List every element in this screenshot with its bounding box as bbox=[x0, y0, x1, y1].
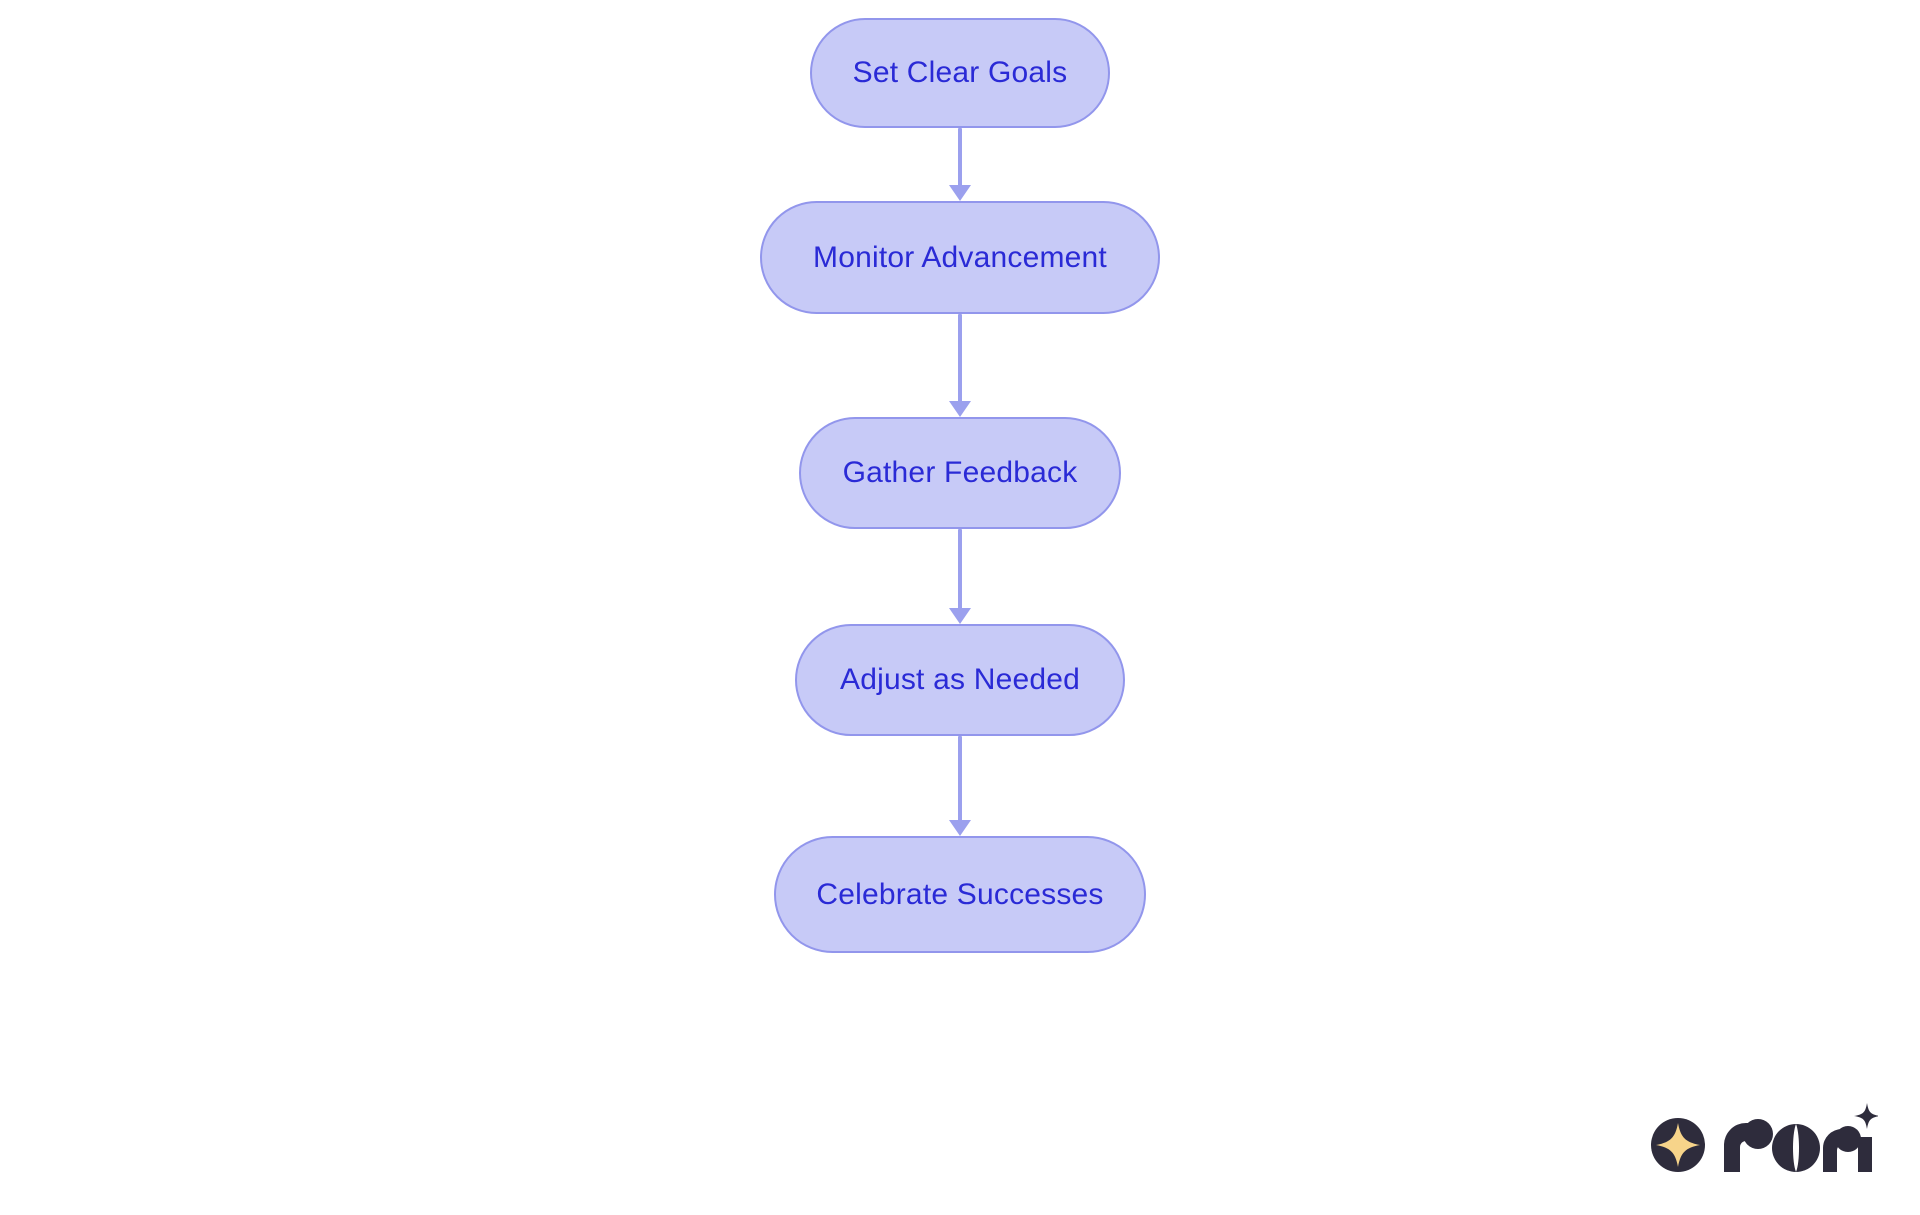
rori-logo-svg bbox=[1651, 1103, 1880, 1172]
logo-letter-i bbox=[1854, 1103, 1880, 1172]
logo-letter-r-1 bbox=[1724, 1119, 1773, 1172]
edge-line bbox=[958, 736, 962, 821]
flowchart-column: Set Clear Goals Monitor Advancement Gath… bbox=[760, 18, 1160, 953]
flow-node-celebrate-successes[interactable]: Celebrate Successes bbox=[774, 836, 1146, 953]
arrow-head-down-icon bbox=[949, 608, 971, 624]
flow-node-adjust-as-needed-wrap: Adjust as Needed bbox=[795, 624, 1125, 736]
flow-node-celebrate-successes-wrap: Celebrate Successes bbox=[774, 836, 1146, 953]
flow-node-label: Monitor Advancement bbox=[813, 240, 1107, 274]
arrow-head-down-icon bbox=[949, 185, 971, 201]
flow-node-gather-feedback[interactable]: Gather Feedback bbox=[799, 417, 1121, 529]
flow-node-monitor-advancement[interactable]: Monitor Advancement bbox=[760, 201, 1160, 314]
flow-node-gather-feedback-wrap: Gather Feedback bbox=[799, 417, 1121, 529]
flow-node-label: Adjust as Needed bbox=[839, 663, 1081, 696]
arrow-head-down-icon bbox=[949, 401, 971, 417]
flow-node-label: Celebrate Successes bbox=[816, 877, 1104, 911]
arrow-head-down-icon bbox=[949, 820, 971, 836]
rori-logo bbox=[1648, 1101, 1880, 1177]
logo-letter-o bbox=[1772, 1124, 1820, 1172]
edge-line bbox=[958, 128, 962, 186]
flow-edge-n1-n2 bbox=[940, 128, 980, 201]
edge-line bbox=[958, 529, 962, 609]
sparkle-badge-icon bbox=[1651, 1118, 1705, 1172]
flow-node-adjust-as-needed[interactable]: Adjust as Needed bbox=[795, 624, 1125, 736]
flow-node-set-clear-goals-wrap: Set Clear Goals bbox=[810, 18, 1110, 128]
flow-edge-n4-n5 bbox=[940, 736, 980, 836]
flow-node-monitor-advancement-wrap: Monitor Advancement bbox=[760, 201, 1160, 314]
flow-edge-n3-n4 bbox=[940, 529, 980, 624]
flow-edge-n2-n3 bbox=[940, 314, 980, 417]
logo-sparkle-icon bbox=[1854, 1103, 1880, 1129]
flow-node-set-clear-goals[interactable]: Set Clear Goals bbox=[810, 18, 1110, 128]
logo-letter-r-2 bbox=[1823, 1126, 1861, 1172]
flow-node-label: Gather Feedback bbox=[842, 456, 1078, 489]
flow-node-label: Set Clear Goals bbox=[852, 56, 1068, 89]
edge-line bbox=[958, 314, 962, 402]
